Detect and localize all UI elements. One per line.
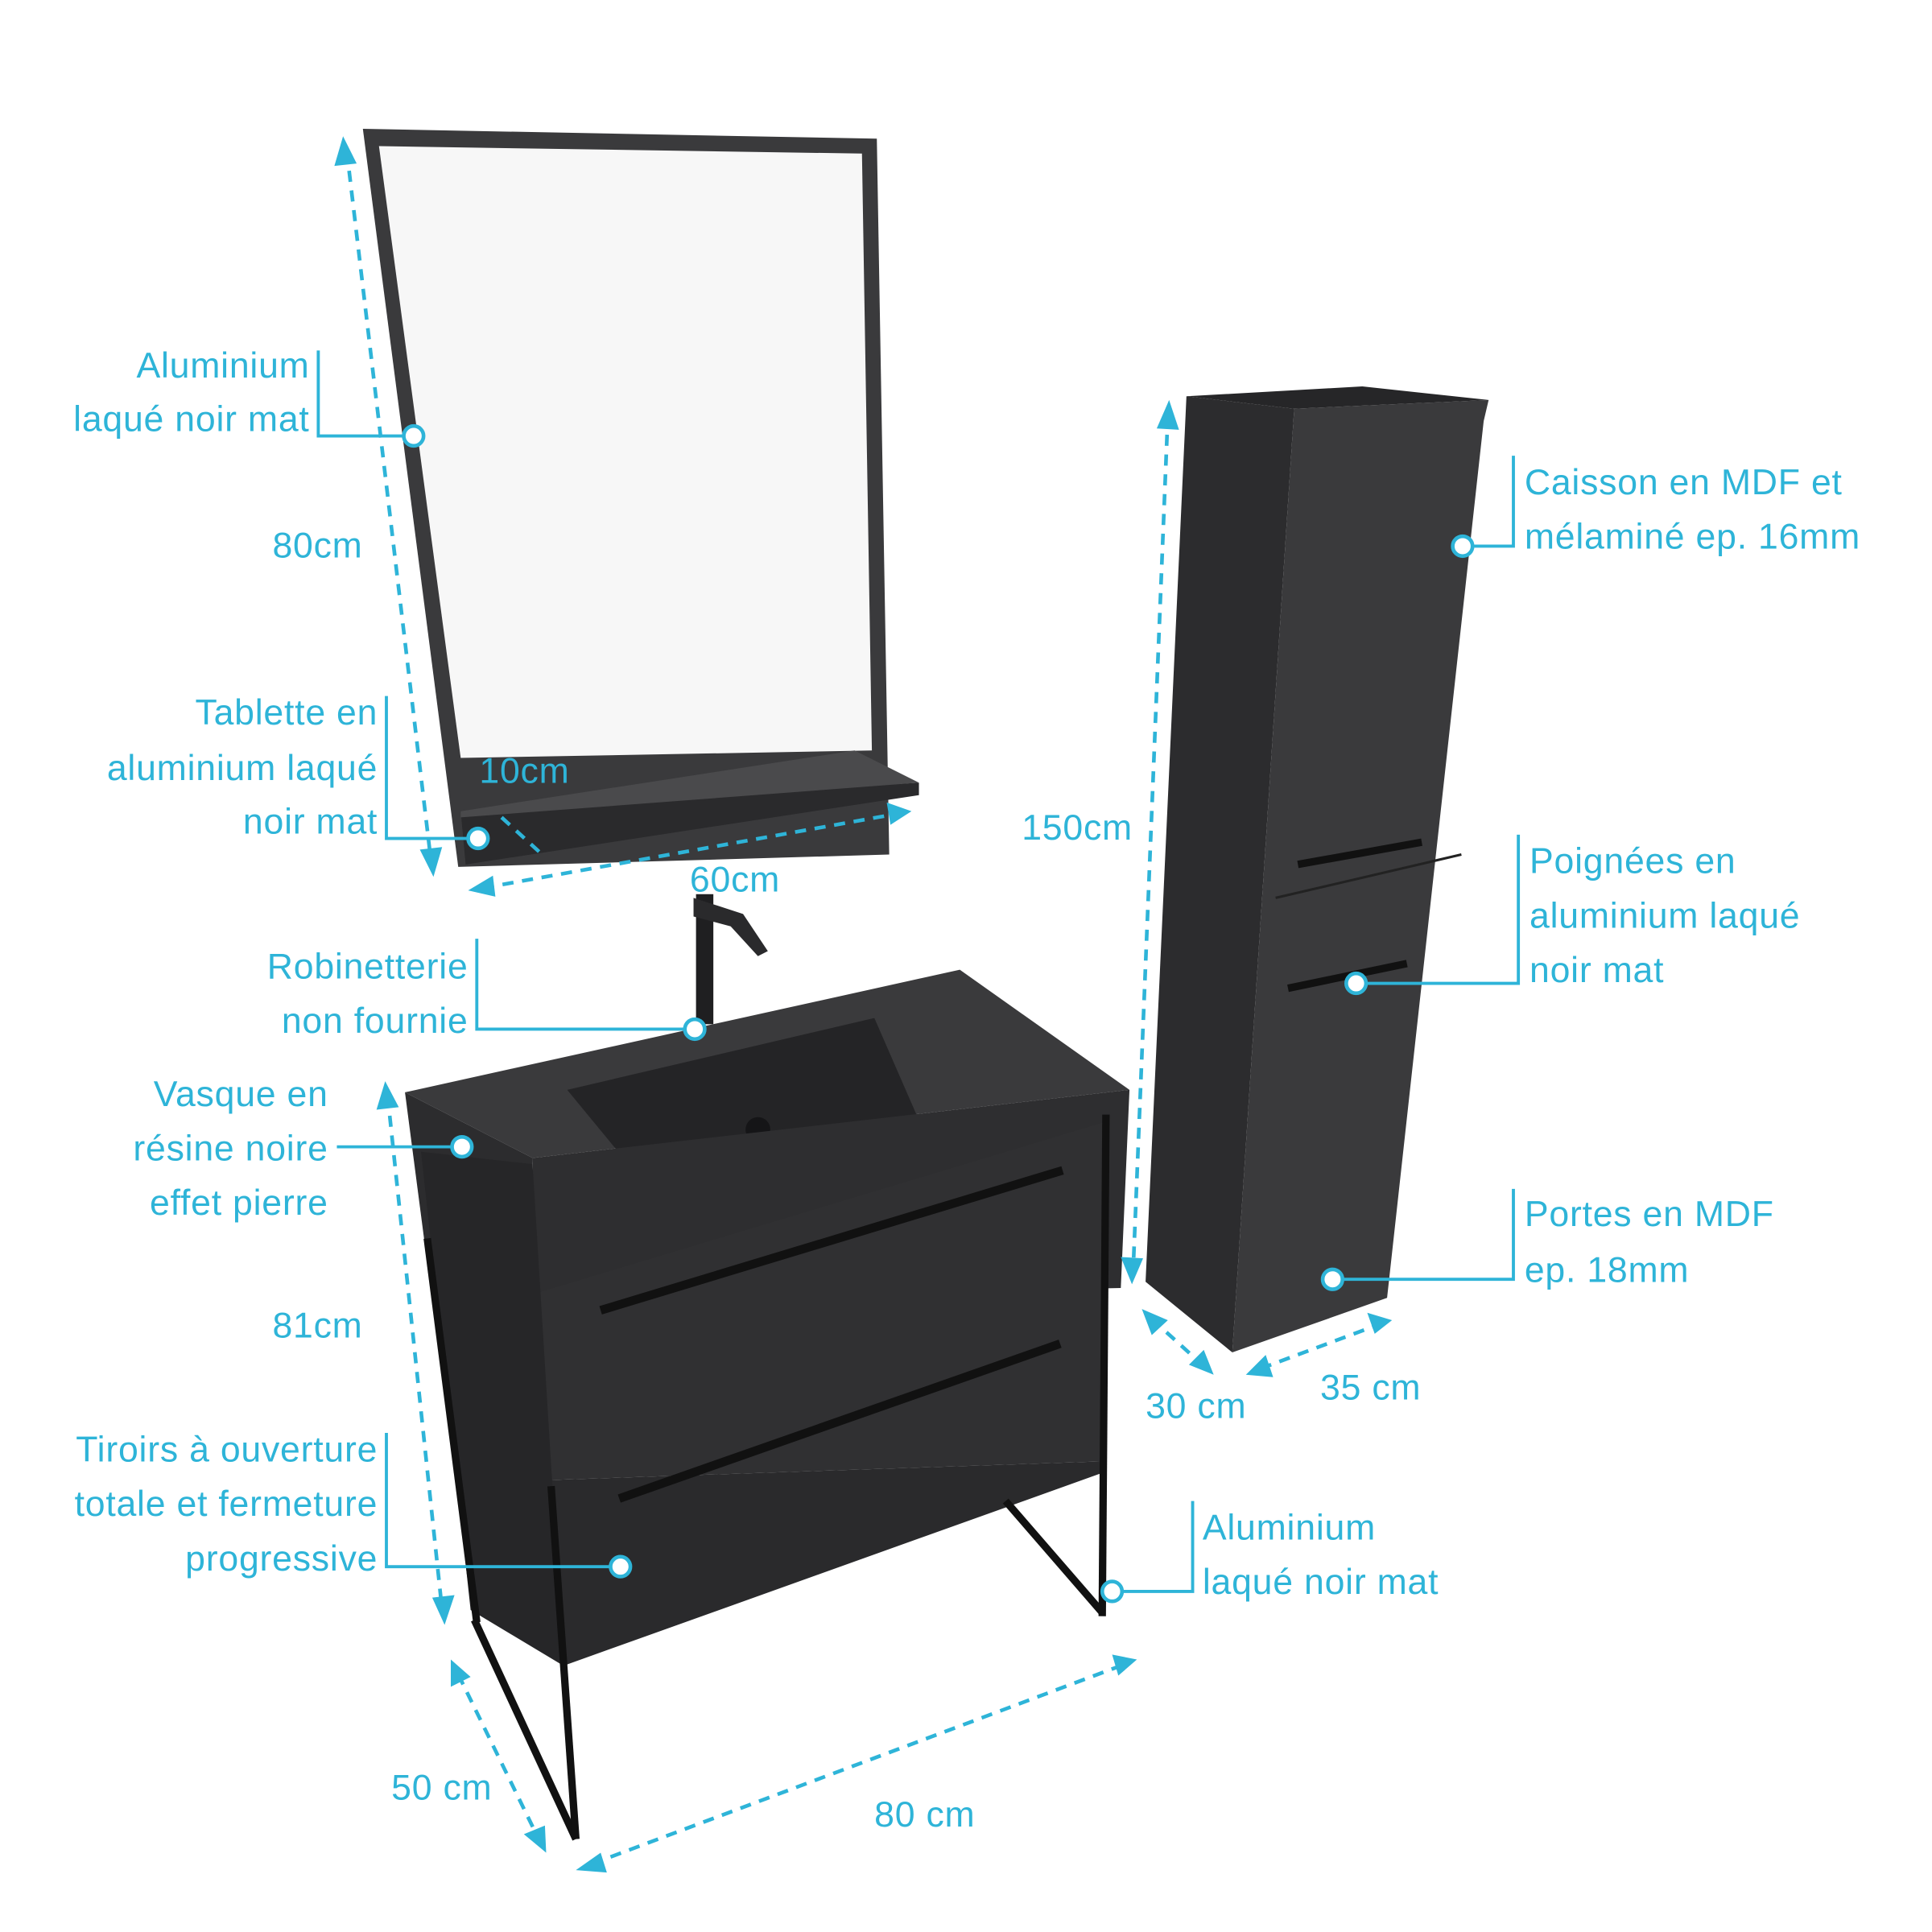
vanity-width: 80 cm bbox=[874, 1795, 975, 1835]
label-text: noir mat bbox=[1530, 951, 1664, 990]
dimension-labels: 80cm 10cm 60cm 81cm 50 cm 80 cm 150cm 30… bbox=[272, 526, 1421, 1835]
callout-handles: Poignées en aluminium laqué noir mat bbox=[1344, 834, 1800, 996]
mirror bbox=[362, 129, 919, 867]
faucet bbox=[693, 894, 768, 1025]
vanity-depth: 50 cm bbox=[391, 1768, 492, 1807]
label-text: progressive bbox=[185, 1539, 378, 1579]
label-text: Vasque en bbox=[154, 1075, 328, 1114]
label-text: aluminium laqué bbox=[1530, 896, 1800, 935]
label-text: Tiroirs à ouverture bbox=[76, 1430, 378, 1469]
label-text: non fournie bbox=[282, 1001, 469, 1041]
label-text: Portes en MDF bbox=[1525, 1195, 1774, 1234]
vanity-unit bbox=[405, 969, 1130, 1841]
column-height: 150cm bbox=[1022, 808, 1133, 848]
label-text: noir mat bbox=[243, 802, 378, 841]
vanity-height: 81cm bbox=[272, 1307, 362, 1346]
label-text: effet pierre bbox=[150, 1183, 328, 1223]
label-text: aluminium laqué bbox=[107, 749, 378, 788]
label-text: résine noire bbox=[133, 1129, 328, 1169]
label-text: Aluminium bbox=[1203, 1508, 1376, 1547]
callout-column-body: Caisson en MDF et mélaminé ep. 16mm bbox=[1451, 456, 1860, 559]
column-width: 35 cm bbox=[1320, 1368, 1421, 1407]
label-text: Robinetterie bbox=[267, 947, 469, 986]
column-cabinet bbox=[1146, 386, 1489, 1353]
callout-doors: Portes en MDF ep. 18mm bbox=[1320, 1188, 1774, 1291]
label-text: Aluminium bbox=[136, 346, 309, 386]
mirror-height: 80cm bbox=[272, 526, 362, 565]
callout-mirror-frame: Aluminium laqué noir mat bbox=[73, 346, 426, 448]
label-text: mélaminé ep. 16mm bbox=[1525, 518, 1860, 557]
label-text: ep. 18mm bbox=[1525, 1250, 1690, 1290]
callout-legs: Aluminium laqué noir mat bbox=[1100, 1501, 1439, 1604]
label-text: Tablette en bbox=[196, 693, 378, 733]
label-text: laqué noir mat bbox=[73, 399, 309, 439]
callout-drawers: Tiroirs à ouverture totale et fermeture … bbox=[75, 1430, 633, 1579]
shelf-depth: 10cm bbox=[479, 751, 569, 791]
callout-shelf: Tablette en aluminium laqué noir mat bbox=[107, 693, 490, 851]
dimension-lines bbox=[334, 136, 1393, 1873]
label-text: Caisson en MDF et bbox=[1525, 463, 1843, 502]
label-text: laqué noir mat bbox=[1203, 1563, 1439, 1602]
label-text: totale et fermeture bbox=[75, 1484, 378, 1524]
label-text: Poignées en bbox=[1530, 842, 1736, 881]
column-depth: 30 cm bbox=[1146, 1387, 1246, 1426]
callout-faucet: Robinetterie non fournie bbox=[267, 939, 707, 1042]
mirror-width: 60cm bbox=[690, 861, 780, 900]
callout-basin: Vasque en résine noire effet pierre bbox=[133, 1075, 474, 1223]
